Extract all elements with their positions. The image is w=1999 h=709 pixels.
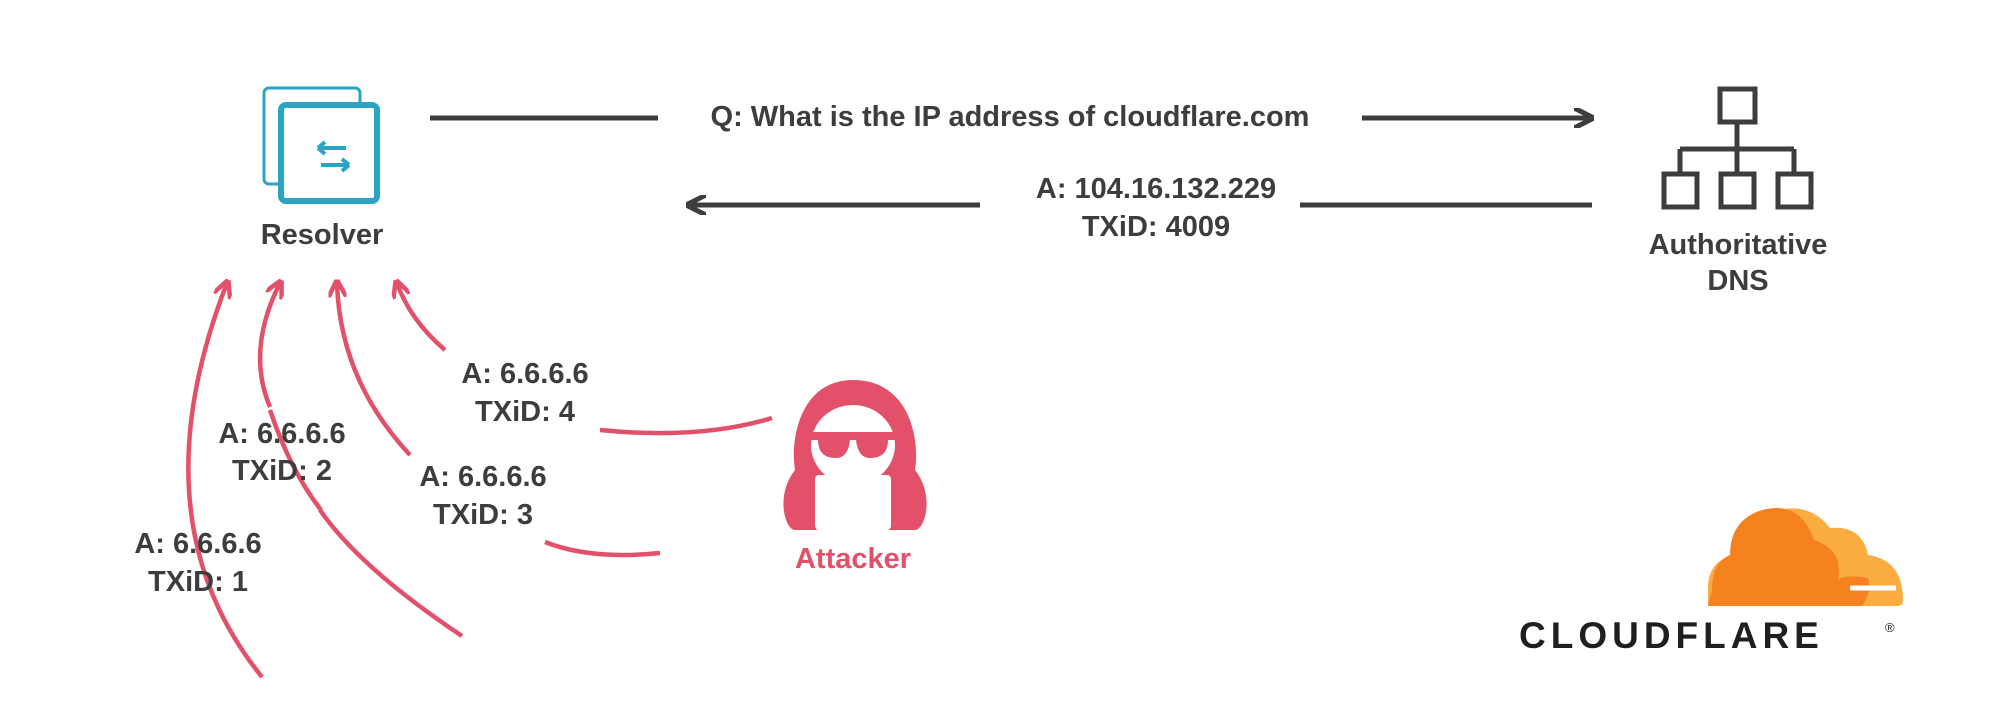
forged-3-answer: A: 6.6.6.6	[419, 461, 546, 493]
cloudflare-registered-mark: ®	[1885, 620, 1895, 635]
cloudflare-wordmark: CLOUDFLARE	[1519, 615, 1824, 656]
answer-txid-label: TXiD: 4009	[1082, 211, 1230, 243]
forged-arrow-1	[186, 283, 264, 679]
resolver-label: Resolver	[261, 219, 384, 251]
forged-4-answer: A: 6.6.6.6	[461, 358, 588, 390]
authoritative-label-line2: DNS	[1707, 265, 1768, 297]
forged-2-txid: TXiD: 2	[232, 455, 332, 487]
attacker-label: Attacker	[795, 543, 911, 575]
forged-arrows	[186, 283, 773, 679]
dns-hierarchy-icon	[1661, 86, 1814, 210]
query-label: Q: What is the IP address of cloudflare.…	[711, 101, 1310, 133]
forged-4-txid: TXiD: 4	[475, 396, 575, 428]
hacker-icon	[783, 380, 927, 530]
resolver-icon	[262, 86, 380, 204]
forged-1-answer: A: 6.6.6.6	[134, 528, 261, 560]
forged-arrow-2	[257, 283, 464, 638]
forged-arrow-2-tail	[267, 409, 323, 512]
forged-3-txid: TXiD: 3	[433, 499, 533, 531]
cloudflare-cloud-icon	[1708, 508, 1903, 606]
forged-arrow-3	[337, 283, 661, 558]
forged-1-txid: TXiD: 1	[148, 566, 248, 598]
answer-ip-label: A: 104.16.132.229	[1036, 173, 1276, 205]
authoritative-label-line1: Authoritative	[1649, 229, 1828, 261]
forged-arrow-4	[397, 283, 773, 436]
forged-2-answer: A: 6.6.6.6	[218, 418, 345, 450]
